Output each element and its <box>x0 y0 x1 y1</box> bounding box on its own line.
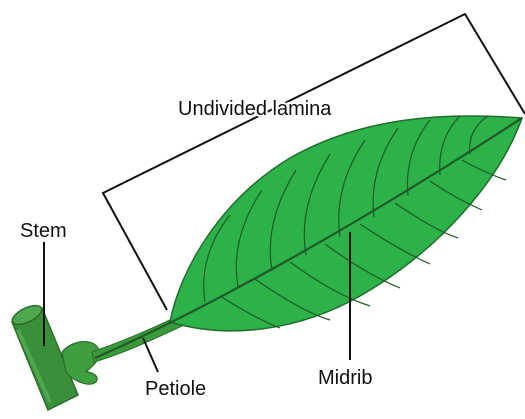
label-petiole: Petiole <box>145 378 206 400</box>
petiole-leader <box>143 338 158 372</box>
label-midrib: Midrib <box>318 367 372 389</box>
label-undivided-lamina: Undivided lamina <box>178 98 332 120</box>
label-stem: Stem <box>20 220 67 242</box>
